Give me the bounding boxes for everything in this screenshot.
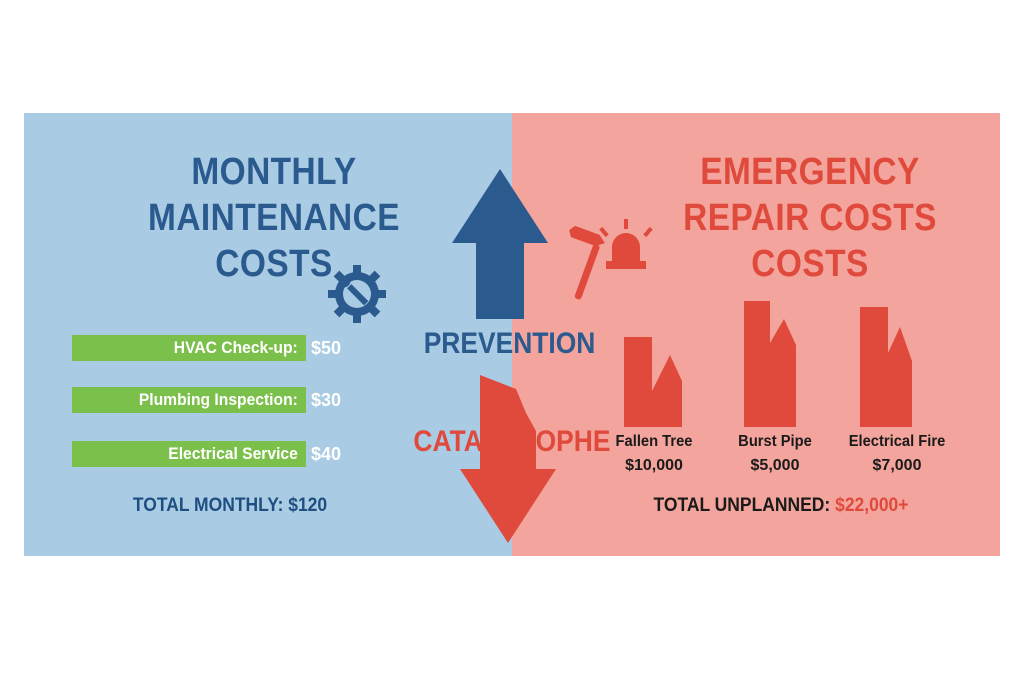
maintenance-item-label: HVAC Check-up:: [174, 338, 298, 357]
infographic-panel: MONTHLY MAINTENANCE COSTS HVAC Check-up:…: [24, 113, 1000, 556]
up-arrow-icon: [452, 169, 548, 319]
emergency-item-name: Burst Pipe: [738, 433, 812, 450]
siren-icon: [599, 219, 653, 269]
maintenance-title-line: MONTHLY: [191, 151, 357, 193]
maintenance-item-label: Plumbing Inspection:: [138, 390, 298, 409]
maintenance-item-cost: $50: [311, 338, 342, 358]
emergency-item-name: Fallen Tree: [615, 433, 693, 450]
maintenance-title: MONTHLY MAINTENANCE COSTS: [124, 149, 423, 287]
emergency-item-cost: $5,000: [750, 457, 800, 474]
emergency-title-line: REPAIR COSTS: [683, 197, 937, 239]
emergency-bars: [624, 301, 912, 427]
maintenance-bar: Electrical Service: [72, 441, 306, 467]
emergency-title: EMERGENCY REPAIR COSTS COSTS: [660, 149, 959, 287]
maintenance-side: [24, 113, 512, 556]
maintenance-item-cost: $40: [311, 444, 342, 464]
emergency-item-cost: $7,000: [872, 457, 922, 474]
hammer-icon: [569, 225, 605, 300]
maintenance-bar: HVAC Check-up:: [72, 335, 306, 361]
emergency-title-line: EMERGENCY: [700, 151, 920, 193]
emergency-bar-burst-pipe: [744, 301, 796, 427]
maintenance-title-line: COSTS: [215, 243, 333, 285]
emergency-item-cost: $10,000: [625, 457, 683, 474]
gear-wrench-icon: [328, 265, 386, 323]
emergency-bar-fallen-tree: [624, 337, 682, 427]
emergency-title-line: COSTS: [751, 243, 869, 285]
total-monthly: TOTAL MONTHLY: $120: [132, 495, 328, 516]
emergency-item-name: Electrical Fire: [848, 433, 946, 450]
maintenance-item-cost: $30: [311, 390, 342, 410]
down-arrow-icon: [460, 375, 556, 543]
total-unplanned-label: TOTAL UNPLANNED:: [653, 495, 831, 516]
maintenance-title-line: MAINTENANCE: [148, 197, 400, 239]
prevention-label: PREVENTION: [423, 327, 596, 360]
maintenance-item-label: Electrical Service: [168, 444, 298, 463]
catastrophe-label: CATASTROPHE: [413, 425, 611, 458]
maintenance-bar: Plumbing Inspection:: [72, 387, 306, 413]
total-unplanned-value: $22,000+: [835, 495, 909, 516]
emergency-bar-electrical-fire: [860, 307, 912, 427]
total-unplanned: TOTAL UNPLANNED: $22,000+: [648, 495, 915, 517]
